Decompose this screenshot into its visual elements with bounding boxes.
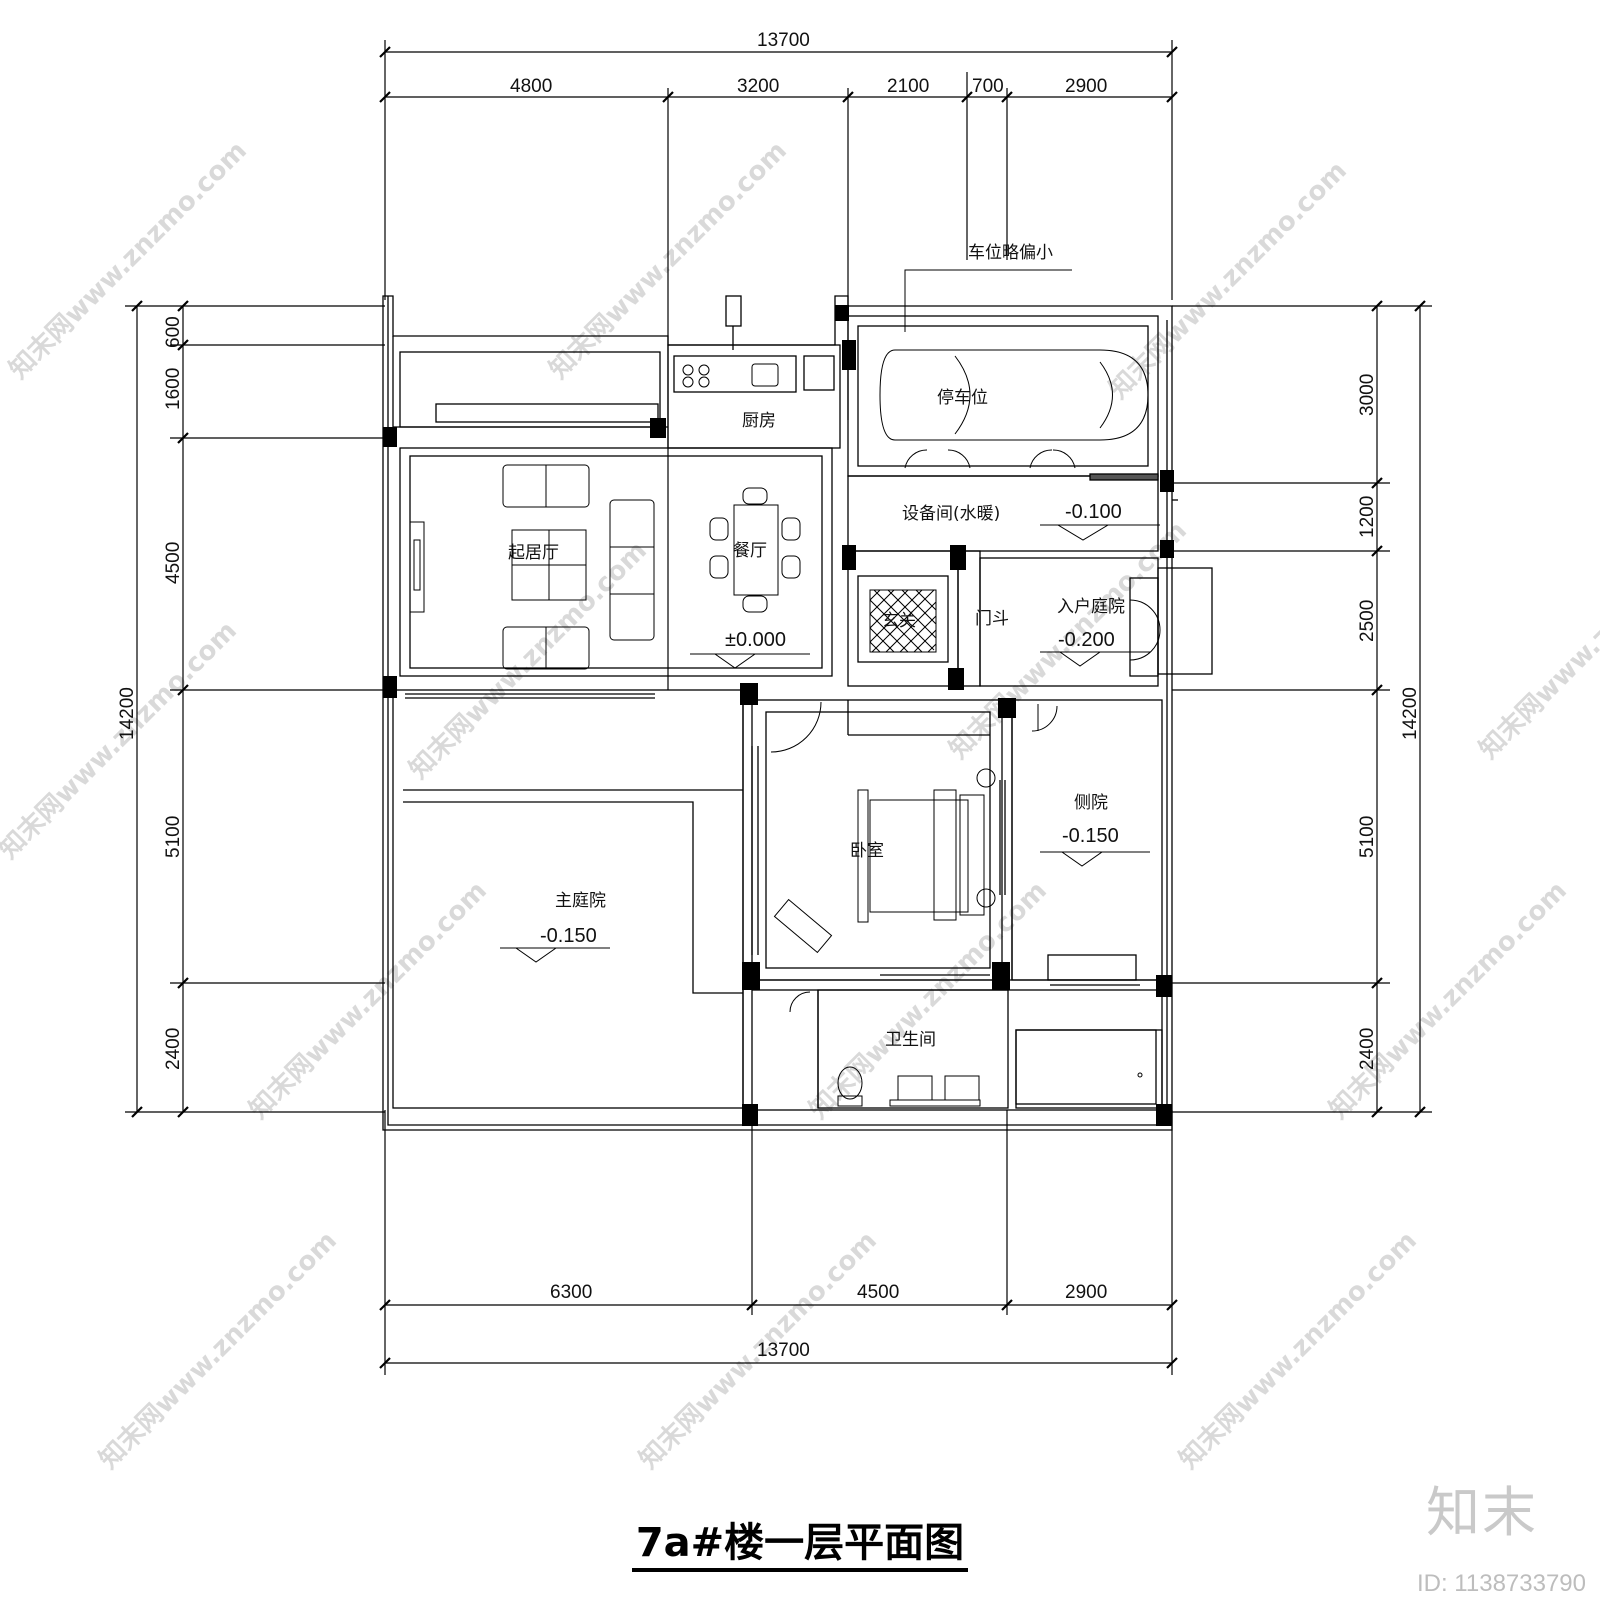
dim-left-total: 14200	[117, 687, 138, 740]
brand-logo: 知末	[1426, 1481, 1538, 1544]
dim-left-seg: 2400	[163, 1028, 184, 1070]
label-vestibule: 门斗	[975, 609, 1009, 629]
dim-top-seg: 4800	[510, 76, 552, 97]
label-main-court: 主庭院	[555, 891, 606, 911]
dim-top-seg: 2900	[1065, 76, 1107, 97]
label-foyer: 玄关	[882, 611, 916, 631]
level-entry-court: -0.200	[1058, 629, 1115, 651]
dimension-lines	[125, 40, 1432, 1375]
dim-bottom-total: 13700	[757, 1340, 810, 1361]
label-living: 起居厅	[508, 543, 559, 563]
level-main-court: -0.150	[540, 925, 597, 947]
label-parking-note: 车位略偏小	[968, 243, 1053, 263]
watermark: 知末网www.znzmo.com	[1324, 876, 1573, 1125]
dim-left-seg: 4500	[163, 542, 184, 584]
dim-bottom-seg: 6300	[550, 1282, 592, 1303]
label-bathroom: 卫生间	[885, 1030, 936, 1050]
dim-left-seg: 1600	[163, 368, 184, 410]
watermark: 知末网www.znzmo.com	[4, 136, 253, 385]
dim-left-seg: 600	[163, 316, 184, 348]
label-equipment: 设备间(水暖)	[902, 504, 1000, 524]
dim-bottom-seg: 2900	[1065, 1282, 1107, 1303]
watermarks: 知末网www.znzmo.com 知末网www.znzmo.com 知末网www…	[0, 136, 1600, 1475]
label-kitchen: 厨房	[742, 411, 776, 431]
label-parking: 停车位	[937, 388, 988, 408]
dim-right-seg: 1200	[1357, 496, 1378, 538]
dim-right-total: 14200	[1400, 687, 1421, 740]
label-side-court: 侧院	[1074, 793, 1108, 813]
dim-right-seg: 5100	[1357, 816, 1378, 858]
drawing-title: 7a#楼一层平面图	[0, 1510, 1600, 1572]
dim-right-seg: 2500	[1357, 600, 1378, 642]
dim-left-seg: 5100	[163, 816, 184, 858]
columns	[383, 305, 1174, 1126]
label-entry-court: 入户庭院	[1057, 597, 1125, 617]
dim-top-seg: 2100	[887, 76, 929, 97]
dim-top-total: 13700	[757, 30, 810, 51]
watermark: 知末网www.znzmo.com	[94, 1226, 343, 1475]
drawing-title-text: 7a#楼一层平面图	[631, 1520, 969, 1572]
watermark: 知末网www.znzmo.com	[1174, 1226, 1423, 1475]
furniture	[409, 269, 1161, 1107]
level-labels: -0.100 ±0.000 -0.200 -0.150 -0.150	[540, 501, 1122, 947]
building-walls	[382, 295, 1213, 1131]
level-living: ±0.000	[725, 629, 786, 651]
level-side-court: -0.150	[1062, 825, 1119, 847]
dim-top-seg: 700	[972, 76, 1004, 97]
level-equipment: -0.100	[1065, 501, 1122, 523]
watermark: 知末网www.znzmo.com	[404, 536, 653, 785]
dimension-labels: 13700 4800 3200 2100 700 2900 6300 4500 …	[117, 30, 1421, 1361]
image-id: ID: 1138733790	[1416, 1570, 1586, 1597]
label-bedroom: 卧室	[850, 841, 884, 861]
watermark: 知末网www.znzmo.com	[244, 876, 493, 1125]
dim-right-seg: 3000	[1357, 374, 1378, 416]
label-dining: 餐厅	[733, 541, 767, 561]
dim-top-seg: 3200	[737, 76, 779, 97]
watermark: 知末网www.znzmo.com	[1474, 516, 1600, 765]
dim-right-seg: 2400	[1357, 1028, 1378, 1070]
room-labels: 车位略偏小 停车位 厨房 起居厅 餐厅 设备间(水暖) 玄关 门斗 入户庭院 卧…	[508, 243, 1125, 1050]
dim-bottom-seg: 4500	[857, 1282, 899, 1303]
dimension-ticks	[131, 46, 1426, 1369]
